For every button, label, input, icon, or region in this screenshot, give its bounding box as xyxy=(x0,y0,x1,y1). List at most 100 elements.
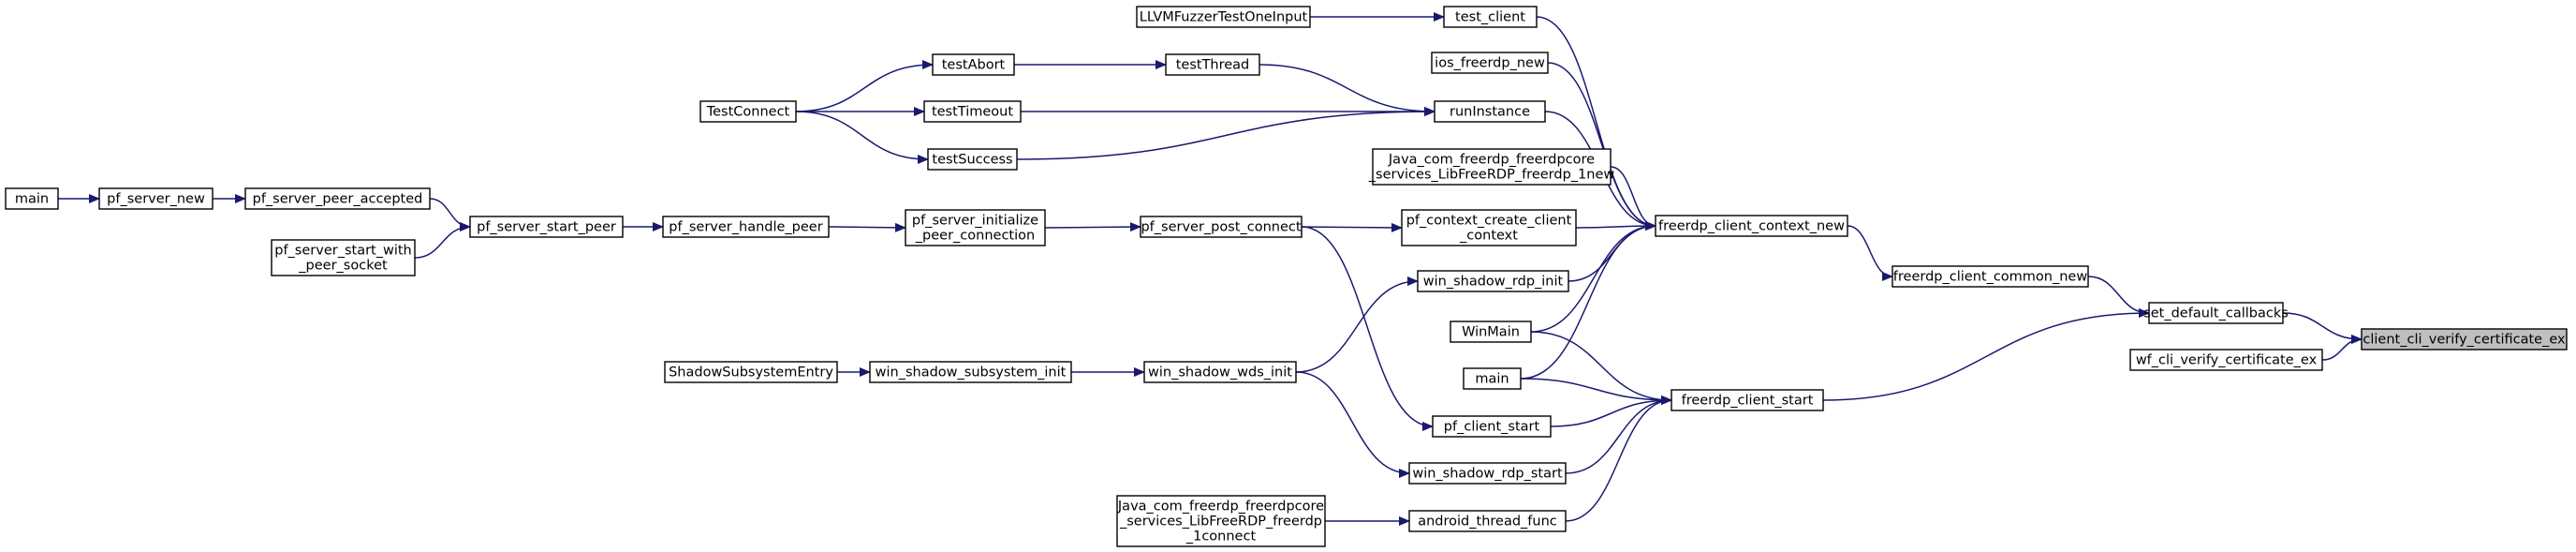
node-box xyxy=(905,209,1046,246)
node-pf_server_handle_peer[interactable]: pf_server_handle_peer xyxy=(662,216,830,238)
edge-freerdp_client_context_new-to-freerdp_client_common_new xyxy=(1847,225,1893,281)
edge-line xyxy=(1565,395,1672,522)
node-box xyxy=(1401,209,1577,246)
edge-ios_freerdp_new-to-freerdp_client_context_new xyxy=(1547,62,1656,231)
edges-layer xyxy=(58,12,2363,526)
node-box xyxy=(1450,321,1532,343)
edge-win_shadow_wds_init-to-win_shadow_rdp_init xyxy=(1295,276,1419,373)
node-label: freerdp_client_start xyxy=(1682,394,1814,409)
node-label: pf_server_initialize xyxy=(912,214,1038,229)
node-box xyxy=(1116,495,1326,547)
node-pf_server_peer_accepted[interactable]: pf_server_peer_accepted xyxy=(244,187,431,210)
edge-freerdp_client_common_new-to-set_default_callbacks xyxy=(2087,276,2150,318)
node-pf_context_create_client_context[interactable]: pf_context_create_client_context xyxy=(1401,209,1577,246)
edge-pf_server_start_with_peer_socket-to-pf_server_start_peer xyxy=(414,222,471,259)
node-label: win_shadow_rdp_init xyxy=(1423,275,1564,290)
node-box xyxy=(927,148,1018,171)
node-testSuccess[interactable]: testSuccess xyxy=(927,148,1018,171)
node-box xyxy=(662,216,830,238)
node-win_shadow_wds_init[interactable]: win_shadow_wds_init xyxy=(1143,361,1297,383)
node-label: ios_freerdp_new xyxy=(1435,56,1545,71)
edge-pf_server_post_connect-to-pf_context_create_client_context xyxy=(1301,222,1403,232)
node-label: testTimeout xyxy=(932,105,1013,120)
node-pf_client_start[interactable]: pf_client_start xyxy=(1432,415,1552,438)
node-label: testSuccess xyxy=(932,153,1012,168)
edge-main_c-to-freerdp_client_start xyxy=(1520,378,1672,405)
node-box xyxy=(1140,216,1303,238)
node-pf_server_start_peer[interactable]: pf_server_start_peer xyxy=(469,216,624,238)
node-testTimeout[interactable]: testTimeout xyxy=(923,100,1022,123)
node-box xyxy=(1431,52,1549,74)
node-ios_freerdp_new[interactable]: ios_freerdp_new xyxy=(1431,52,1549,74)
node-box xyxy=(1432,415,1552,438)
edge-pf_server_initialize_peer_connection-to-pf_server_post_connect xyxy=(1044,222,1141,232)
node-freerdp_client_context_new[interactable]: freerdp_client_context_new xyxy=(1655,215,1848,237)
node-TestConnect[interactable]: TestConnect xyxy=(699,100,797,123)
edge-test_client-to-freerdp_client_context_new xyxy=(1536,16,1656,231)
edge-TestConnect-to-testAbort xyxy=(795,60,934,112)
node-box xyxy=(1434,100,1546,123)
edge-line xyxy=(1295,371,1410,478)
edge-line xyxy=(828,222,906,232)
node-pf_server_initialize_peer_connection[interactable]: pf_server_initialize_peer_connection xyxy=(905,209,1046,246)
node-label: main xyxy=(15,192,49,207)
node-box xyxy=(1136,6,1311,28)
edge-line xyxy=(1520,221,1656,380)
node-main_a[interactable]: main xyxy=(5,187,59,210)
node-pf_server_post_connect[interactable]: pf_server_post_connect xyxy=(1140,216,1303,238)
edge-line xyxy=(1575,221,1656,231)
node-java_libfreerdp_new[interactable]: Java_com_freerdp_freerdpcore_services_Li… xyxy=(1368,148,1615,186)
node-testAbort[interactable]: testAbort xyxy=(932,53,1015,76)
node-box xyxy=(1892,265,2089,288)
node-label: runInstance xyxy=(1450,105,1530,120)
node-label: Java_com_freerdp_freerdpcore xyxy=(1117,500,1324,515)
node-box xyxy=(2148,302,2284,324)
node-runInstance[interactable]: runInstance xyxy=(1434,100,1546,123)
node-android_thread_func[interactable]: android_thread_func xyxy=(1408,510,1567,532)
node-freerdp_client_common_new[interactable]: freerdp_client_common_new xyxy=(1892,265,2089,288)
node-label: Java_com_freerdp_freerdpcore xyxy=(1388,153,1595,168)
edge-android_thread_func-to-freerdp_client_start xyxy=(1565,395,1672,522)
edge-pf_server_post_connect-to-pf_client_start xyxy=(1301,226,1434,431)
node-main_c[interactable]: main xyxy=(1463,367,1522,390)
edge-freerdp_client_start-to-set_default_callbacks xyxy=(1822,308,2150,401)
node-label: pf_server_post_connect xyxy=(1141,220,1301,235)
node-pf_server_start_with_peer_socket[interactable]: pf_server_start_with_peer_socket xyxy=(271,239,416,276)
edge-line xyxy=(1016,107,1435,160)
node-test_client[interactable]: test_client xyxy=(1443,6,1538,28)
node-box xyxy=(1372,148,1612,186)
node-label: pf_client_start xyxy=(1444,420,1540,435)
node-LLVMFuzzerTestOneInput[interactable]: LLVMFuzzerTestOneInput xyxy=(1136,6,1311,28)
node-label: wf_cli_verify_certificate_ex xyxy=(2136,353,2318,368)
node-label: WinMain xyxy=(1462,325,1520,340)
node-label: set_default_callbacks xyxy=(2143,306,2289,321)
node-label: main xyxy=(1475,372,1509,387)
node-box xyxy=(98,187,213,210)
node-label: win_shadow_rdp_start xyxy=(1412,467,1563,482)
node-java_android_thread[interactable]: Java_com_freerdp_freerdpcore_services_Li… xyxy=(1116,495,1326,547)
node-pf_server_new[interactable]: pf_server_new xyxy=(98,187,213,210)
node-client_cli_verify_certificate_ex[interactable]: client_cli_verify_certificate_ex xyxy=(2361,328,2568,351)
edge-line xyxy=(1610,166,1656,231)
node-win_shadow_subsystem_init[interactable]: win_shadow_subsystem_init xyxy=(869,361,1072,383)
node-box xyxy=(1443,6,1538,28)
node-win_shadow_rdp_init[interactable]: win_shadow_rdp_init xyxy=(1417,270,1569,292)
node-label: _context xyxy=(1459,229,1518,244)
edge-pf_context_create_client_context-to-freerdp_client_context_new xyxy=(1575,221,1656,231)
node-box xyxy=(1165,53,1260,76)
node-box xyxy=(271,239,416,276)
node-label: testAbort xyxy=(942,58,1006,73)
node-label: LLVMFuzzerTestOneInput xyxy=(1140,10,1308,25)
node-freerdp_client_start[interactable]: freerdp_client_start xyxy=(1671,389,1824,411)
node-WinMain[interactable]: WinMain xyxy=(1450,321,1532,343)
node-box xyxy=(1408,510,1567,532)
node-ShadowSubsystemEntry[interactable]: ShadowSubsystemEntry xyxy=(664,361,838,383)
node-testThread[interactable]: testThread xyxy=(1165,53,1260,76)
node-label: ShadowSubsystemEntry xyxy=(669,366,833,380)
node-box xyxy=(699,100,797,123)
node-set_default_callbacks[interactable]: set_default_callbacks xyxy=(2143,302,2289,324)
node-win_shadow_rdp_start[interactable]: win_shadow_rdp_start xyxy=(1408,462,1567,485)
node-wf_cli_verify_certificate_ex[interactable]: wf_cli_verify_certificate_ex xyxy=(2129,349,2323,371)
node-box xyxy=(244,187,431,210)
node-box xyxy=(869,361,1072,383)
